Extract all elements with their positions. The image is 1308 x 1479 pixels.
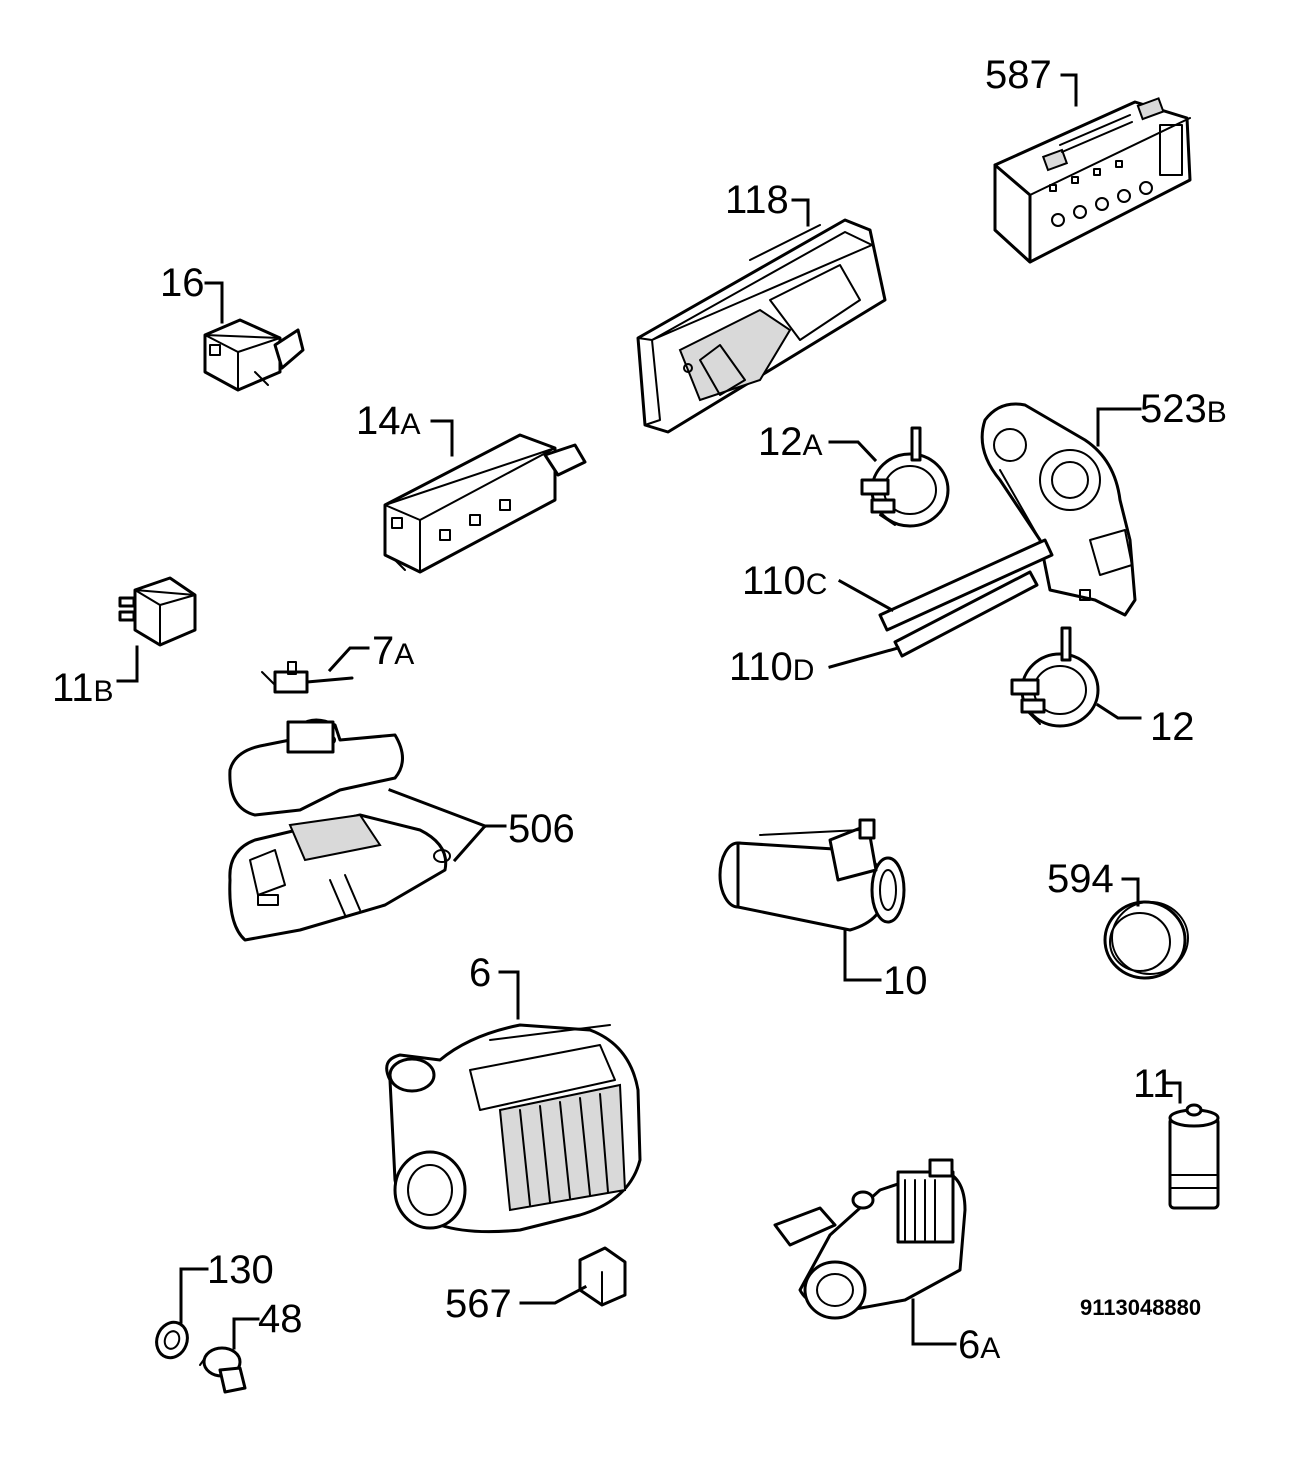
leader-lines — [116, 73, 1182, 1350]
part-7A-clip — [261, 661, 354, 694]
callout-506: 506 — [508, 807, 575, 851]
callout-7A: 7A — [372, 629, 414, 673]
part-594-seal-ring — [1103, 900, 1189, 980]
part-118-dispenser — [636, 218, 887, 434]
callout-11B: 11B — [52, 666, 114, 710]
callout-6A: 6A — [958, 1323, 1000, 1367]
part-6-circulation-pump — [385, 1023, 642, 1234]
part-6A-drain-pump — [773, 1158, 967, 1320]
callout-523B: 523B — [1140, 387, 1227, 431]
part-567-clip — [578, 1246, 627, 1307]
part-110C-hose — [878, 538, 1054, 632]
callout-110C: 110C — [742, 559, 827, 603]
diagram-id: 9113048880 — [1080, 1295, 1201, 1320]
callout-130: 130 — [207, 1248, 274, 1292]
part-12A-pressure-switch — [860, 426, 950, 528]
part-14A-relay-module — [383, 433, 587, 574]
part-130-washer — [155, 1320, 189, 1360]
callout-12: 12 — [1150, 705, 1195, 749]
callout-16: 16 — [160, 261, 205, 305]
part-11B-relay — [118, 576, 197, 647]
callout-567: 567 — [445, 1282, 512, 1326]
part-48-plug — [199, 1346, 247, 1394]
callout-14A: 14A — [356, 399, 421, 443]
part-587-control-board — [993, 97, 1192, 264]
callout-110D: 110D — [729, 645, 814, 689]
part-16-switch — [203, 318, 305, 392]
callout-48: 48 — [258, 1297, 303, 1341]
part-506-float — [228, 718, 451, 942]
part-11-capacitor — [1168, 1103, 1220, 1210]
part-12-pressure-switch — [1010, 626, 1100, 728]
part-10-heater — [718, 818, 906, 932]
callout-587: 587 — [985, 53, 1052, 97]
callout-118: 118 — [725, 178, 789, 222]
part-523B-bracket — [980, 402, 1137, 617]
part-110D-hose — [893, 570, 1039, 658]
callout-594: 594 — [1047, 857, 1114, 901]
callout-6: 6 — [469, 951, 491, 995]
callout-10: 10 — [883, 959, 928, 1003]
callout-12A: 12A — [758, 420, 823, 464]
callout-11: 11 — [1133, 1062, 1175, 1106]
